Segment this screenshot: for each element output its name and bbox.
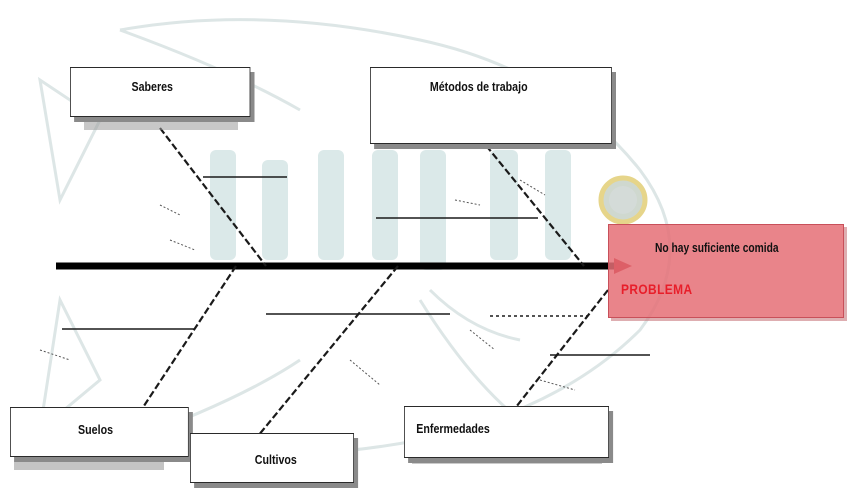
- tick-mark: [159, 204, 181, 216]
- shadow-fragment: [84, 118, 238, 130]
- category-box-cultivos: Cultivos: [190, 433, 354, 483]
- category-label-suelos: Suelos: [78, 422, 114, 437]
- shadow-fragment: [14, 460, 164, 470]
- category-label-enfermedades: Enfermedades: [416, 421, 490, 436]
- tick-mark: [454, 199, 481, 206]
- category-label-cultivos: Cultivos: [254, 452, 297, 467]
- category-box-enfermedades: Enfermedades: [404, 406, 609, 458]
- category-label-metodos: Métodos de trabajo: [429, 79, 528, 94]
- tick-mark: [39, 349, 71, 361]
- tick-mark: [349, 359, 381, 386]
- tick-mark: [469, 329, 496, 351]
- category-label-saberes: Saberes: [131, 79, 173, 94]
- fish-eye: [598, 175, 648, 225]
- watermark-letters: [210, 150, 571, 270]
- bone-saberes: [159, 127, 267, 267]
- category-box-saberes: Saberes: [70, 67, 251, 117]
- problem-text: No hay suficiente comida: [655, 241, 779, 255]
- category-box-metodos: Métodos de trabajo: [370, 67, 612, 144]
- shadow-fragment: [412, 456, 602, 464]
- bone-suelos: [135, 265, 237, 419]
- problem-box: No hay suficiente comida PROBLEMA: [608, 224, 844, 318]
- problem-label: PROBLEMA: [621, 281, 693, 297]
- tick-mark: [519, 179, 546, 196]
- tick-mark: [169, 239, 196, 251]
- category-box-suelos: Suelos: [10, 407, 189, 457]
- bone-cultivos: [257, 265, 399, 437]
- bone-metodos: [479, 137, 585, 267]
